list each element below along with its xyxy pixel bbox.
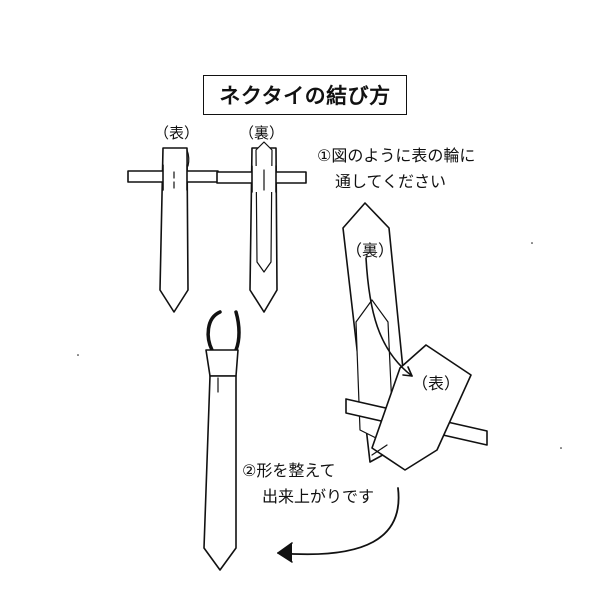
curved-arrow-step2: [277, 487, 400, 563]
step2-instruction: ②形を整えて 出来上がりです: [242, 458, 374, 510]
diagram-title: ネクタイの結び方: [203, 75, 407, 115]
tie-step1-drawing: [342, 202, 488, 471]
step1-label-front: （表）: [412, 374, 461, 393]
step1-line1: ①図のように表の輪に: [317, 146, 476, 165]
step1-instruction: ①図のように表の輪に 通してください: [317, 143, 475, 195]
tie-front-view: [127, 147, 219, 313]
tie-finished: [203, 310, 241, 571]
label-front: （表）: [154, 124, 200, 142]
tie-back-view: [216, 141, 307, 313]
step2-line2: 出来上がりです: [262, 487, 375, 506]
label-back: （裏）: [239, 124, 285, 142]
step1-label-back: （裏）: [346, 241, 395, 260]
step1-line2: 通してください: [335, 172, 447, 191]
step2-line1: ②形を整えて: [242, 461, 336, 480]
